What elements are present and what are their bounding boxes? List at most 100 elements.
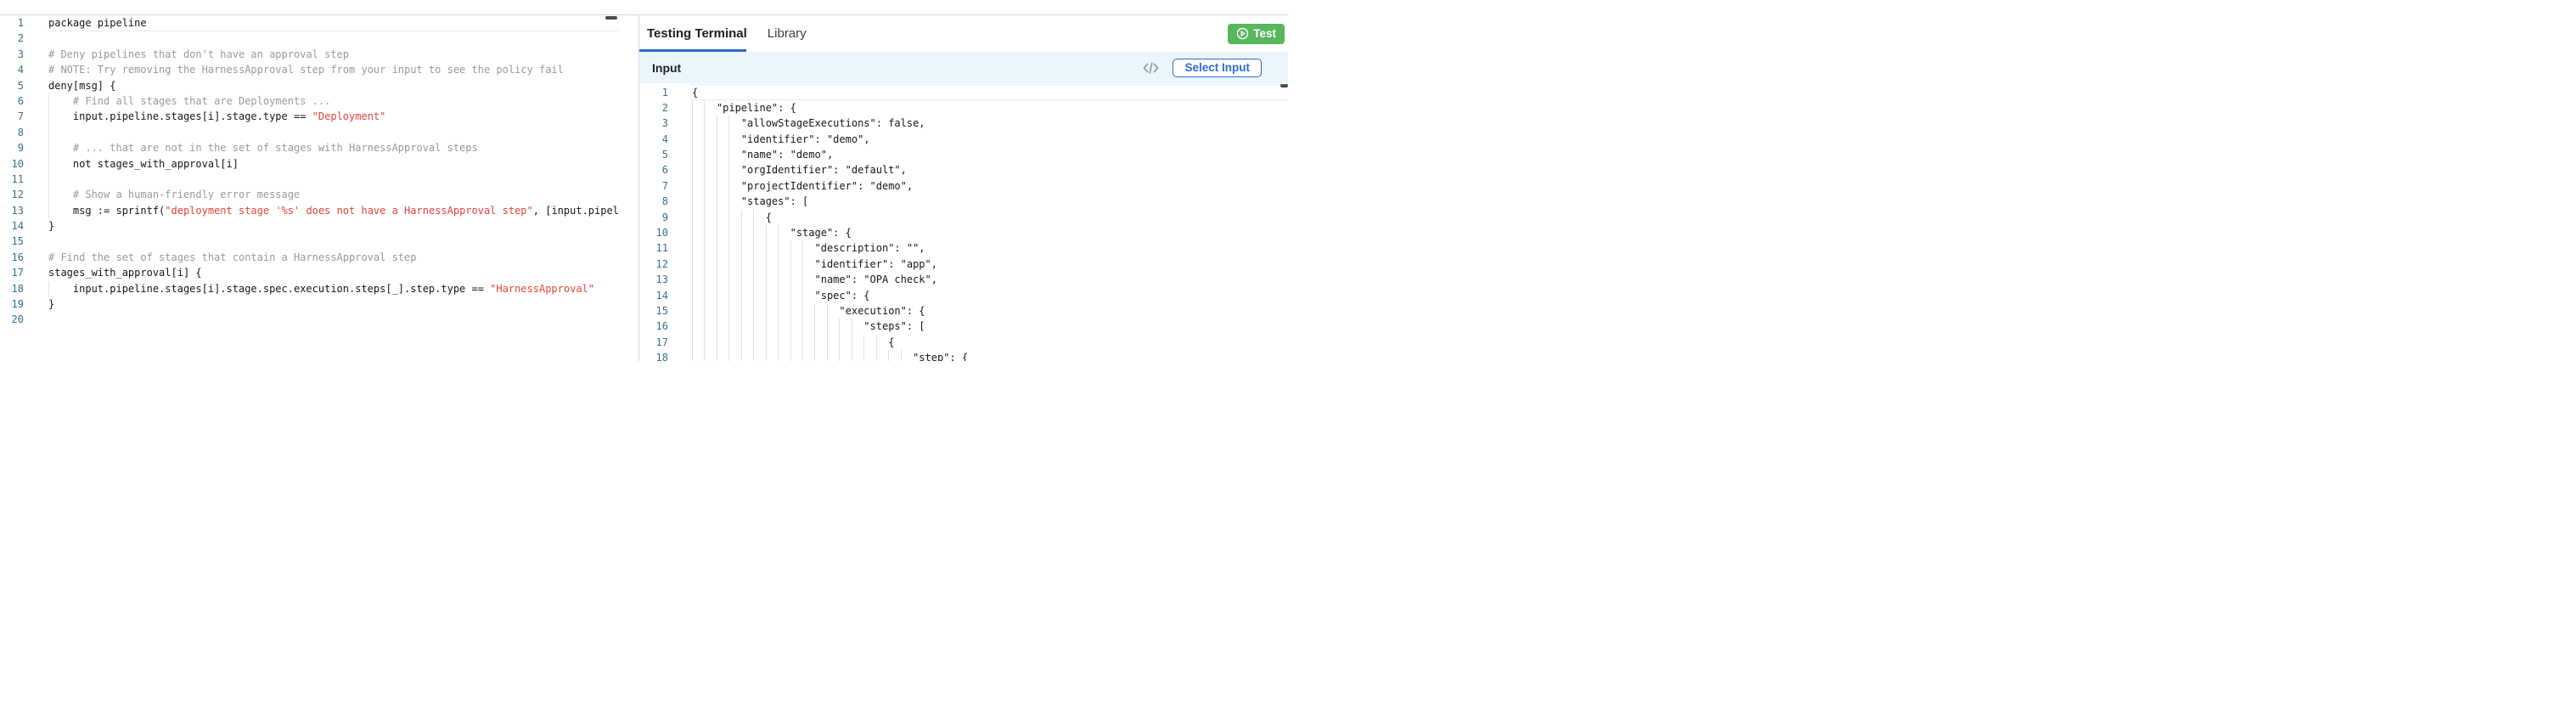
- indent-guide: [802, 272, 804, 288]
- code-line[interactable]: 20: [0, 312, 638, 327]
- code-line[interactable]: 18 input.pipeline.stages[i].stage.spec.e…: [0, 280, 638, 297]
- indent-guide: [704, 319, 706, 335]
- indent-guide: [778, 225, 779, 241]
- indent-guide: [778, 240, 779, 257]
- indent-guide: [790, 272, 791, 288]
- code-line[interactable]: 14}: [0, 218, 638, 234]
- code-line-text: package pipeline: [48, 17, 147, 29]
- code-line[interactable]: 13 msg := sprintf("deployment stage '%s'…: [0, 202, 638, 219]
- indent-guide: [753, 240, 755, 257]
- code-line[interactable]: 9 {: [639, 209, 1288, 226]
- code-line[interactable]: 19}: [0, 296, 638, 312]
- indent-guide: [692, 319, 693, 335]
- indent-guide: [692, 302, 693, 319]
- code-line-text: "name": "OPA check",: [692, 272, 937, 288]
- line-number: 2: [661, 101, 668, 114]
- indent-guide: [692, 334, 693, 351]
- code-line[interactable]: 3 "allowStageExecutions": false,: [639, 116, 1288, 132]
- code-line[interactable]: 11: [0, 171, 638, 188]
- code-line[interactable]: 4 "identifier": "demo",: [639, 131, 1288, 148]
- line-number: 15: [11, 235, 24, 248]
- code-line-text: # NOTE: Try removing the HarnessApproval…: [48, 64, 564, 76]
- indent-guide: [900, 350, 902, 361]
- indent-guide: [778, 272, 779, 288]
- input-json-editor[interactable]: 1{2 "pipeline": {3 "allowStageExecutions…: [639, 83, 1288, 361]
- indent-guide: [802, 256, 804, 273]
- code-line[interactable]: 2: [0, 31, 638, 46]
- code-line-text: stages_with_approval[i] {: [48, 267, 202, 279]
- code-line[interactable]: 1{: [639, 85, 1288, 100]
- test-button-label: Test: [1253, 27, 1276, 40]
- code-line[interactable]: 15 "execution": {: [639, 302, 1288, 319]
- code-line[interactable]: 8 "stages": [: [639, 194, 1288, 210]
- line-number: 2: [17, 32, 24, 45]
- indent-guide: [692, 256, 693, 273]
- editor-scrollbar-thumb[interactable]: [605, 16, 617, 20]
- code-line[interactable]: 18 "step": {: [639, 350, 1288, 361]
- tab-library[interactable]: Library: [767, 26, 807, 41]
- indent-guide: [692, 116, 693, 132]
- editor-scrollbar-thumb[interactable]: [1280, 84, 1288, 87]
- code-line[interactable]: 4 # NOTE: Try removing the HarnessApprova…: [0, 62, 638, 77]
- code-line[interactable]: 6 # Find all stages that are Deployments…: [0, 93, 638, 110]
- indent-guide: [692, 287, 693, 303]
- indent-guide: [728, 162, 730, 178]
- indent-guide: [765, 225, 767, 241]
- code-line[interactable]: 10 not stages_with_approval[i]: [0, 155, 638, 172]
- code-line-text: "projectIdentifier": "demo",: [692, 178, 913, 195]
- code-line[interactable]: 7 "projectIdentifier": "demo",: [639, 178, 1288, 195]
- test-button[interactable]: Test: [1228, 23, 1285, 44]
- code-line[interactable]: 17 {: [639, 334, 1288, 351]
- code-line[interactable]: 3# Deny pipelines that don't have an app…: [0, 47, 638, 62]
- code-line[interactable]: 12 # Show a human-friendly error message: [0, 187, 638, 203]
- code-line[interactable]: 8: [0, 124, 638, 141]
- line-number: 10: [11, 157, 24, 170]
- code-line-text: {: [692, 209, 772, 226]
- code-icon[interactable]: [1143, 61, 1159, 74]
- select-input-button[interactable]: Select Input: [1173, 58, 1262, 77]
- code-line[interactable]: 10 "stage": {: [639, 225, 1288, 241]
- code-line[interactable]: 16# Find the set of stages that contain …: [0, 250, 638, 265]
- indent-guide: [728, 194, 730, 210]
- code-line-text: "step": {: [692, 350, 968, 361]
- indent-guide: [692, 99, 693, 116]
- code-line[interactable]: 15: [0, 234, 638, 249]
- code-line[interactable]: 13 "name": "OPA check",: [639, 272, 1288, 288]
- code-line[interactable]: 2 "pipeline": {: [639, 99, 1288, 116]
- line-number: 4: [17, 64, 24, 76]
- indent-guide: [765, 334, 767, 351]
- tab-testing-terminal[interactable]: Testing Terminal: [647, 26, 747, 41]
- indent-guide: [753, 256, 755, 273]
- code-line[interactable]: 7 input.pipeline.stages[i].stage.type ==…: [0, 109, 638, 125]
- indent-guide: [802, 287, 804, 303]
- code-line[interactable]: 9 # ... that are not in the set of stage…: [0, 140, 638, 156]
- indent-guide: [704, 272, 706, 288]
- input-label: Input: [652, 60, 682, 75]
- indent-guide: [728, 334, 730, 351]
- indent-guide: [704, 116, 706, 132]
- code-line[interactable]: 11 "description": "",: [639, 240, 1288, 257]
- line-number: 13: [655, 274, 668, 286]
- code-line[interactable]: 6 "orgIdentifier": "default",: [639, 162, 1288, 178]
- indent-guide: [826, 334, 828, 351]
- code-line-text: # Find all stages that are Deployments .…: [48, 93, 330, 110]
- indent-guide: [802, 334, 804, 351]
- current-line-highlight: [48, 15, 618, 32]
- indent-guide: [753, 225, 755, 241]
- code-line[interactable]: 12 "identifier": "app",: [639, 256, 1288, 273]
- indent-guide: [704, 240, 706, 257]
- testing-terminal-panel: Testing Terminal Library Test Input: [639, 15, 1288, 361]
- indent-guide: [778, 319, 779, 335]
- indent-guide: [692, 240, 693, 257]
- code-line[interactable]: 14 "spec": {: [639, 287, 1288, 303]
- code-line[interactable]: 5 "name": "demo",: [639, 147, 1288, 163]
- code-line[interactable]: 16 "steps": [: [639, 319, 1288, 335]
- indent-guide: [48, 124, 49, 141]
- indent-guide: [704, 334, 706, 351]
- indent-guide: [740, 225, 742, 241]
- code-line-text: "description": "",: [692, 240, 925, 257]
